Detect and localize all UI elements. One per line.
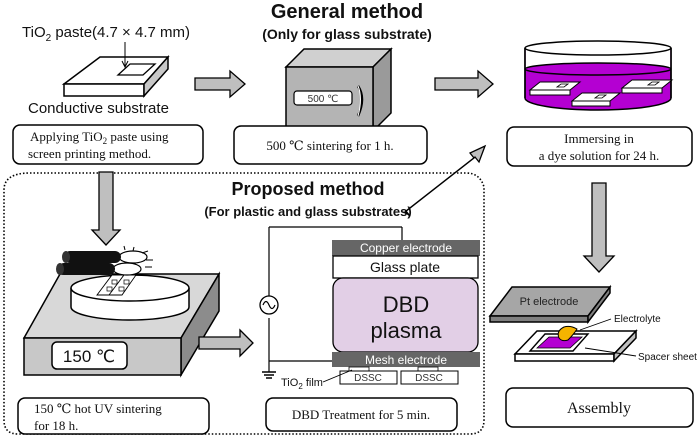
step3-caption-box xyxy=(506,126,693,167)
spacer-pointer xyxy=(584,347,637,357)
electrolyte-pointer xyxy=(579,318,612,331)
oven-display xyxy=(293,90,353,106)
dye-dish-illustration xyxy=(524,40,674,111)
dssc-label-1: DSSC xyxy=(354,373,382,384)
uv-caption-line1: 150 ℃ hot UV sintering xyxy=(34,401,162,416)
arrow-to-oven xyxy=(194,69,246,99)
dbd-caption-box xyxy=(265,397,458,432)
arrow-to-dye xyxy=(434,69,494,99)
step2-caption-box xyxy=(233,125,428,165)
step2-caption: 500 ℃ sintering for 1 h. xyxy=(266,138,393,153)
arrow-dbd-to-dye xyxy=(403,144,487,217)
proposed-method-subtitle: (For plastic and glass substrates) xyxy=(204,204,411,219)
arrow-to-uv xyxy=(90,171,122,246)
step3-caption-line2: a dye solution for 24 h. xyxy=(539,148,660,163)
uv-temperature: 150 ℃ xyxy=(63,347,115,366)
oven-temperature: 500 ℃ xyxy=(308,94,339,105)
mesh-electrode xyxy=(332,352,480,367)
ac-source-icon xyxy=(259,295,279,315)
plasma-label-line1: DBD xyxy=(383,292,429,317)
glass-plate-label: Glass plate xyxy=(370,259,440,275)
spacer-sheet-label: Spacer sheet xyxy=(638,352,697,363)
arrow-to-assembly xyxy=(582,182,616,273)
tio2-film-label: TiO2 film xyxy=(281,377,323,391)
assembly-caption-box xyxy=(505,387,694,428)
uv-caption-box xyxy=(17,397,210,435)
step1-caption-line2: screen printing method. xyxy=(28,146,151,161)
uv-caption-line2: for 18 h. xyxy=(34,418,78,433)
mesh-electrode-label: Mesh electrode xyxy=(365,353,447,367)
dbd-caption: DBD Treatment for 5 min. xyxy=(292,407,430,422)
copper-electrode xyxy=(332,240,480,256)
tio2-paste-label: TiO2 paste(4.7 × 4.7 mm) xyxy=(22,24,190,44)
dssc-samples xyxy=(339,366,459,385)
assembly-caption: Assembly xyxy=(567,400,631,417)
pt-electrode-label: Pt electrode xyxy=(520,296,579,308)
conductive-substrate-label: Conductive substrate xyxy=(28,100,169,117)
tio2-paste-square xyxy=(116,63,157,76)
assembly-illustration xyxy=(488,284,638,363)
uv-display xyxy=(51,341,128,370)
arrow-to-dbd xyxy=(198,328,254,358)
general-method-subtitle: (Only for glass substrate) xyxy=(262,26,432,42)
step3-caption-line1: Immersing in xyxy=(564,131,634,146)
oven-illustration xyxy=(284,47,393,133)
substrate-illustration xyxy=(61,42,170,98)
electrolyte-label: Electrolyte xyxy=(614,314,661,325)
plasma-label-line2: plasma xyxy=(371,318,443,343)
tio2-film-pointer xyxy=(322,369,353,383)
step1-caption-box xyxy=(12,124,204,165)
general-method-title: General method xyxy=(271,1,423,23)
proposed-method-region xyxy=(3,172,485,435)
copper-electrode-label: Copper electrode xyxy=(360,241,452,255)
step1-caption-line1: Applying TiO2 paste using xyxy=(30,129,169,146)
uv-hotplate-illustration xyxy=(22,245,221,378)
dbd-circuit xyxy=(262,226,403,379)
proposed-method-title: Proposed method xyxy=(231,179,384,199)
dssc-label-2: DSSC xyxy=(415,373,443,384)
